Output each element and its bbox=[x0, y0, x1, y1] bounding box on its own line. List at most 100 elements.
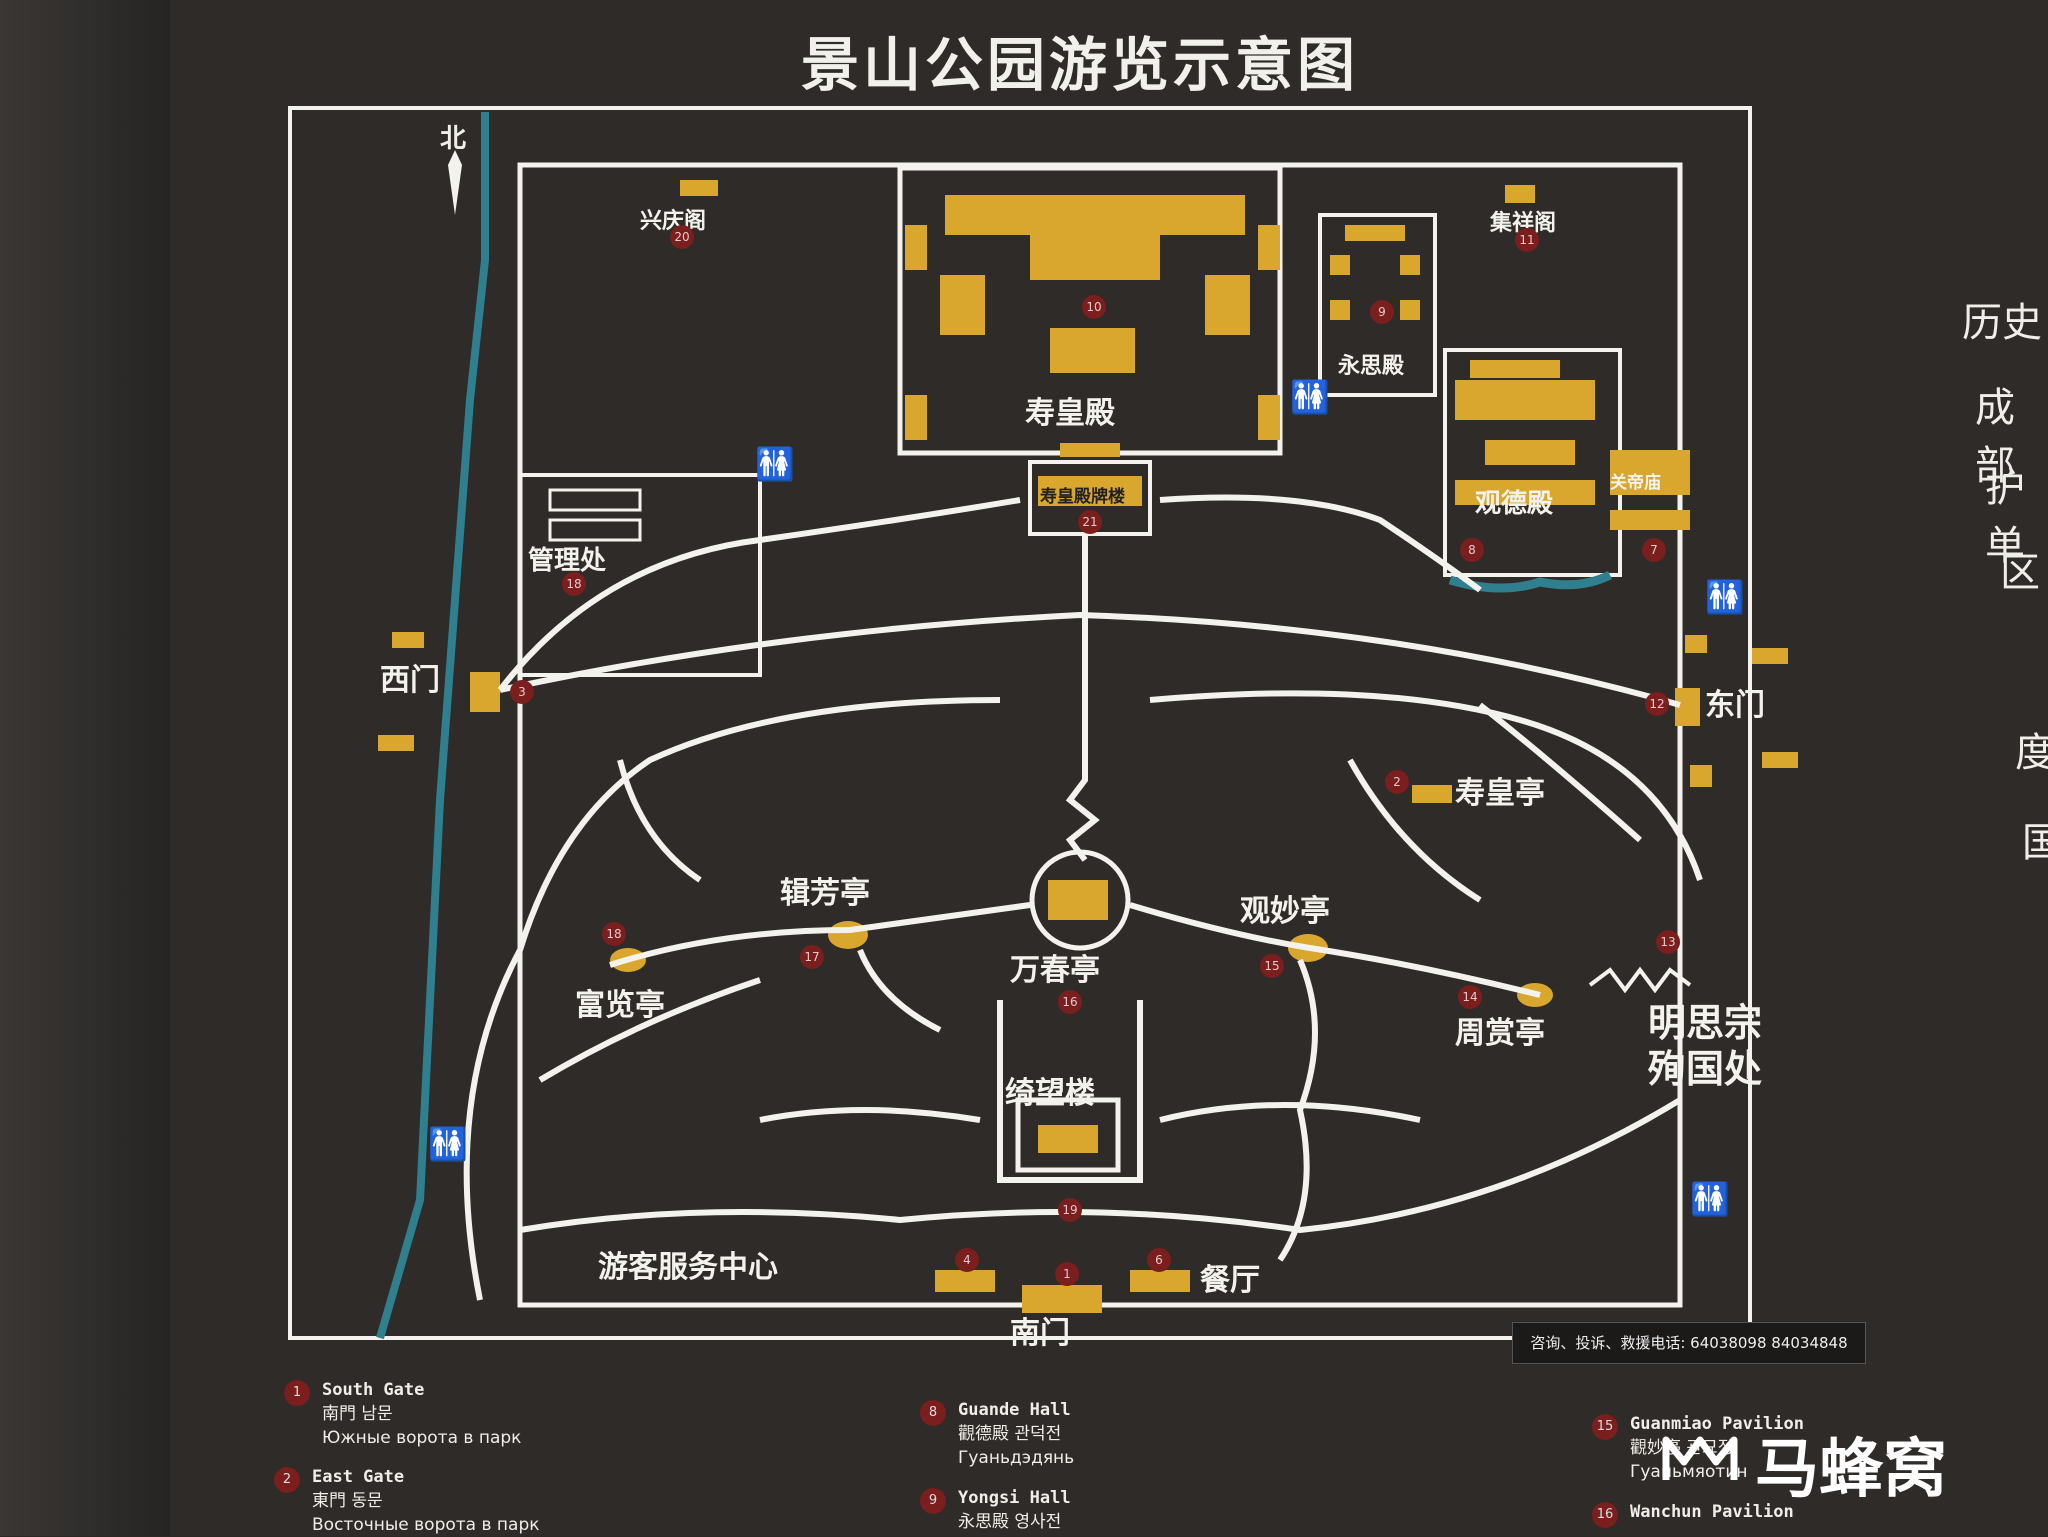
label-zhoushangting: 周赏亭 bbox=[1455, 1016, 1545, 1051]
building bbox=[905, 395, 927, 440]
side-text: 成部 bbox=[1975, 385, 2015, 489]
label-ximen: 西门 bbox=[380, 663, 440, 698]
side-text: 历史 bbox=[1962, 300, 2042, 346]
label-jifangting: 辑芳亭 bbox=[780, 876, 870, 911]
label-guanlichu: 管理处 bbox=[528, 546, 607, 576]
legend-zh: 永思殿 영사전 bbox=[958, 1512, 1062, 1532]
building bbox=[1205, 275, 1250, 335]
label-fulanting: 富览亭 bbox=[575, 988, 665, 1023]
building bbox=[1400, 300, 1420, 320]
legend-number: 2 bbox=[274, 1467, 300, 1493]
paths bbox=[463, 494, 1703, 1301]
legend-en: South Gate bbox=[322, 1380, 425, 1400]
map-title: 景山公园游览示意图 bbox=[800, 31, 1359, 99]
building bbox=[1455, 480, 1595, 505]
admin-compound bbox=[518, 473, 762, 677]
building bbox=[1330, 300, 1350, 320]
marker-number: 16 bbox=[1058, 990, 1082, 1014]
marker-number: 18 bbox=[562, 572, 586, 596]
label-shouhuangting: 寿皇亭 bbox=[1455, 776, 1545, 811]
marker-number: 8 bbox=[1460, 538, 1484, 562]
building bbox=[1752, 648, 1788, 664]
qiwanglou-frame bbox=[1015, 1097, 1121, 1173]
marker-number: 13 bbox=[1656, 930, 1680, 954]
building bbox=[1685, 635, 1707, 653]
legend-item: 9 Yongsi Hall 永思殿 영사전 bbox=[920, 1486, 1071, 1534]
label-dongmen: 东门 bbox=[1705, 688, 1765, 723]
building bbox=[935, 1270, 995, 1292]
side-text: 护单 bbox=[1985, 465, 2025, 569]
label-shouhuangdian: 寿皇殿 bbox=[1025, 396, 1115, 431]
shouhuang-pavilion bbox=[1412, 785, 1452, 803]
contact-phone-box: 咨询、投诉、救援电话: 64038098 84034848 bbox=[1512, 1322, 1866, 1364]
legend-en: Yongsi Hall bbox=[958, 1488, 1071, 1508]
label-nanmen: 南门 bbox=[1010, 1316, 1070, 1351]
legend-zh: 東門 동문 bbox=[312, 1491, 383, 1511]
legend-item: 1 South Gate 南門 남문 Южные ворота в парк bbox=[284, 1378, 522, 1450]
building bbox=[1060, 443, 1120, 457]
marker-number: 2 bbox=[1385, 770, 1409, 794]
building bbox=[1130, 1270, 1190, 1292]
watermark-text: 马蜂窝 bbox=[1755, 1433, 1947, 1507]
west-moat bbox=[376, 112, 489, 1340]
legend-item: 16 Wanchun Pavilion bbox=[1592, 1500, 1794, 1528]
legend-ru: Восточные ворота в парк bbox=[312, 1515, 540, 1535]
legend-zh: 觀德殿 관덕전 bbox=[958, 1424, 1062, 1444]
legend-number: 8 bbox=[920, 1400, 946, 1426]
building bbox=[1485, 440, 1575, 465]
building bbox=[1610, 510, 1690, 530]
marker-number: 11 bbox=[1515, 228, 1539, 252]
legend-item: 8 Guande Hall 觀德殿 관덕전 Гуаньдэдянь bbox=[920, 1398, 1075, 1470]
restroom-icon: 🚻 bbox=[428, 1125, 468, 1163]
label-mingsizong: 明思宗 bbox=[1648, 1000, 1763, 1045]
yongsi-compound bbox=[1318, 213, 1437, 397]
building bbox=[1470, 360, 1560, 378]
building bbox=[1505, 185, 1535, 203]
building bbox=[1330, 255, 1350, 275]
legend-en: Guanmiao Pavilion bbox=[1630, 1414, 1804, 1434]
marker-number: 1 bbox=[1055, 1262, 1079, 1286]
building bbox=[1258, 225, 1280, 270]
north-arrow-icon bbox=[448, 150, 462, 215]
jifang-pavilion bbox=[828, 921, 868, 949]
building bbox=[1455, 380, 1595, 420]
marker-number: 3 bbox=[510, 680, 534, 704]
mafengwo-logo-icon bbox=[1662, 1436, 1738, 1480]
restroom-icon: 🚻 bbox=[755, 445, 795, 483]
label-wanchunting: 万春亭 bbox=[1010, 953, 1100, 988]
marker-number: 9 bbox=[1370, 300, 1394, 324]
building bbox=[1345, 225, 1405, 241]
legend-en: Guande Hall bbox=[958, 1400, 1071, 1420]
restroom-icon: 🚻 bbox=[1690, 1180, 1730, 1218]
side-text: 区 bbox=[2000, 550, 2040, 596]
label-guandimiao: 关帝庙 bbox=[1610, 473, 1661, 493]
marker-number: 12 bbox=[1645, 692, 1669, 716]
legend-ru: Гуаньмяотин bbox=[1630, 1462, 1748, 1482]
legend-number: 1 bbox=[284, 1380, 310, 1406]
label-yongsidian: 永思殿 bbox=[1338, 353, 1405, 379]
legend-zh: 南門 남문 bbox=[322, 1404, 393, 1424]
guandimiao-building bbox=[1610, 450, 1690, 495]
marker-number: 4 bbox=[955, 1248, 979, 1272]
building bbox=[392, 632, 424, 648]
legend-ru: Южные ворота в парк bbox=[322, 1428, 522, 1448]
marker-number: 7 bbox=[1642, 538, 1666, 562]
legend-item: 2 East Gate 東門 동문 Восточные ворота в пар… bbox=[274, 1465, 540, 1537]
zigzag-path bbox=[1588, 966, 1692, 994]
building bbox=[680, 180, 718, 196]
west-gate bbox=[470, 672, 500, 712]
restroom-icon: 🚻 bbox=[1290, 378, 1330, 416]
legend-en: East Gate bbox=[312, 1467, 405, 1487]
label-guanmiaoting: 观妙亭 bbox=[1240, 894, 1330, 929]
building bbox=[1690, 765, 1712, 787]
building bbox=[945, 195, 1245, 235]
marker-number: 15 bbox=[1260, 954, 1284, 978]
legend-number: 16 bbox=[1592, 1502, 1618, 1528]
legend-ru: Гуаньдэдянь bbox=[958, 1448, 1075, 1468]
label-youke-center: 游客服务中心 bbox=[598, 1250, 778, 1285]
marker-number: 10 bbox=[1082, 295, 1106, 319]
building bbox=[940, 275, 985, 335]
south-gate bbox=[1022, 1285, 1102, 1313]
label-xunguochu: 殉国处 bbox=[1648, 1046, 1763, 1091]
